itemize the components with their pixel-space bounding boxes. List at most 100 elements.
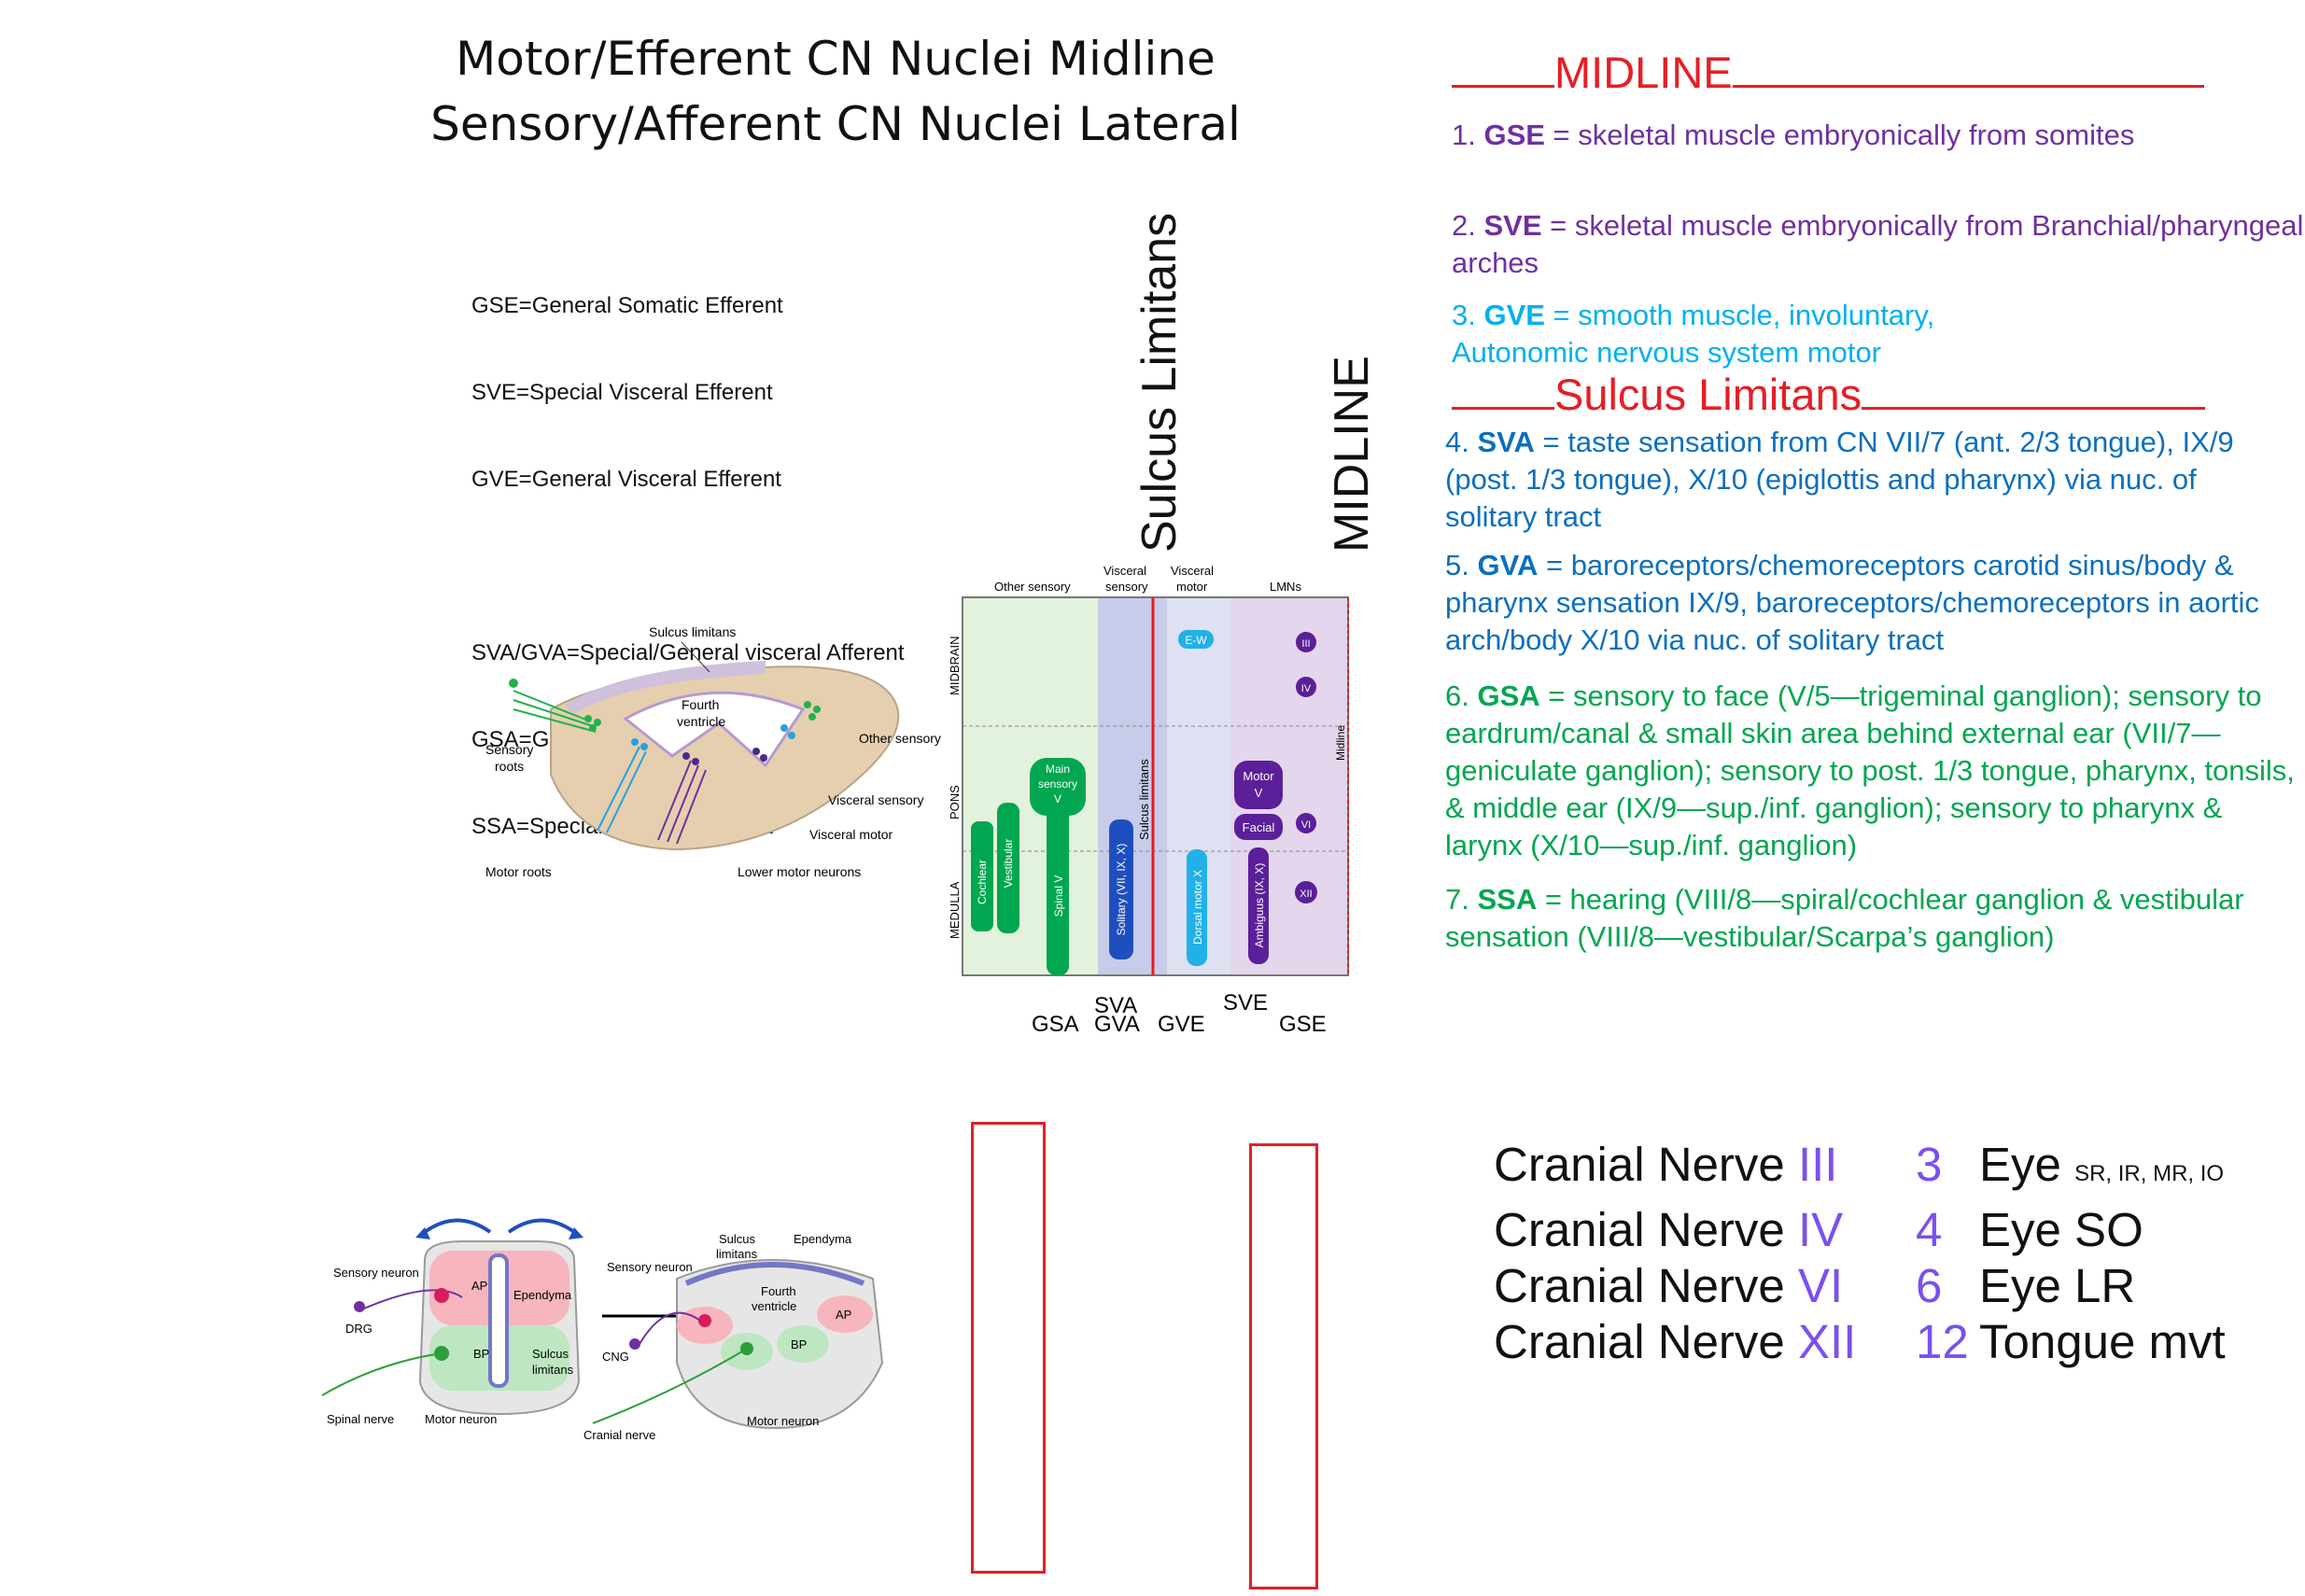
ew-label: E-W xyxy=(1185,634,1207,647)
dev-cranial-nerve: Cranial nerve xyxy=(583,1428,655,1442)
spinal-v-label: Spinal V xyxy=(1052,875,1065,917)
col-other-sensory: Other sensory xyxy=(994,580,1071,594)
main-sensory-label-3: V xyxy=(1054,792,1061,805)
label-visceral-sensory: Visceral sensory xyxy=(828,792,923,807)
note-sva-num: 4. xyxy=(1445,426,1478,458)
row-midbrain: MIDBRAIN xyxy=(948,636,962,695)
cn-num-vi: 6 xyxy=(1916,1259,1943,1312)
motor-nuclei-dots xyxy=(682,748,767,765)
cranial-motor-path xyxy=(592,1348,748,1424)
dev-motor-neuron: Motor neuron xyxy=(425,1412,497,1426)
arrowhead-left xyxy=(415,1227,430,1239)
cn-row-xii: Cranial Nerve XII 12 Tongue mvt xyxy=(1494,1314,2226,1370)
cn-roman-vi: VI xyxy=(1797,1259,1844,1312)
note-gsa-term: GSA xyxy=(1477,679,1540,712)
label-fourth: Fourth xyxy=(682,697,719,712)
fourth-ventricle-cavity xyxy=(623,691,806,768)
motor-path xyxy=(322,1352,443,1396)
brainstem-cross-section: Sulcus limitans Fourth ventricle Sensory… xyxy=(485,624,941,879)
row-pons: PONS xyxy=(948,785,962,819)
col-visceral-motor-2: motor xyxy=(1176,580,1208,594)
dev-ap-2: AP xyxy=(836,1308,851,1322)
cn-roman-iii: III xyxy=(1797,1138,1838,1191)
cn-iv-nucleus xyxy=(1296,677,1316,697)
cn-desc-text-iii: Eye xyxy=(1979,1138,2075,1191)
dev-sulcus-4: limitans xyxy=(716,1247,758,1261)
cn-xii-nucleus xyxy=(1295,881,1317,903)
cn-name-xii: Cranial Nerve XII xyxy=(1494,1314,1916,1370)
ambiguus-nucleus xyxy=(1248,847,1269,964)
cng-icon xyxy=(629,1338,640,1350)
bottom-gsa: GSA xyxy=(1032,1012,1079,1037)
cn-desc-iii: Eye SR, IR, MR, IO xyxy=(1979,1137,2224,1202)
basal-plate-3 xyxy=(777,1325,829,1363)
legend-gve: GVE=General Visceral Efferent xyxy=(471,467,781,492)
motor-v-label-2: V xyxy=(1255,786,1263,800)
note-gsa-num: 6. xyxy=(1445,679,1478,712)
note-gve-num: 3. xyxy=(1452,299,1484,331)
alar-plate-3 xyxy=(817,1295,873,1333)
cn-label-xii: Cranial Nerve xyxy=(1494,1315,1798,1368)
legend-gse: GSE=General Somatic Efferent xyxy=(471,293,783,318)
sensory-root-lines xyxy=(513,690,597,733)
solitary-label: Solitary (VII, IX, X) xyxy=(1115,844,1128,936)
bottom-gse: GSE xyxy=(1279,1012,1327,1037)
row-medulla: MEDULLA xyxy=(948,881,962,939)
label-motor-roots: Motor roots xyxy=(485,864,552,879)
dev-sulcus-3: Sulcus xyxy=(719,1232,756,1246)
title-line-1: Motor/Efferent CN Nuclei Midline xyxy=(456,32,1216,86)
note-gva-num: 5. xyxy=(1445,549,1478,581)
dev-cng: CNG xyxy=(602,1350,629,1364)
legend-sva-gva: SVA/GVA=Special/General visceral Afferen… xyxy=(471,640,905,665)
col-visceral-motor-1: Visceral xyxy=(1171,564,1214,578)
dev-ependyma-2: Ependyma xyxy=(794,1232,852,1246)
chart-frame xyxy=(962,596,1349,976)
red-box-right xyxy=(1249,1143,1318,1589)
dev-ap: AP xyxy=(471,1279,487,1293)
leader-sulcus xyxy=(681,641,710,673)
note-sva-text: = taste sensation from CN VII/7 (ant. 2/… xyxy=(1445,426,2234,533)
cn-iii-nucleus xyxy=(1296,632,1316,652)
cn-label-vi: Cranial Nerve xyxy=(1494,1259,1798,1312)
note-gva: 5. GVA = baroreceptors/chemoreceptors ca… xyxy=(1445,547,2295,659)
cochlear-label: Cochlear xyxy=(976,860,989,904)
dev-sensory-neuron: Sensory neuron xyxy=(333,1266,419,1280)
bottom-gva: GVA xyxy=(1094,1012,1140,1037)
note-ssa-num: 7. xyxy=(1445,883,1478,916)
dev-ependyma: Ependyma xyxy=(513,1288,572,1302)
col-visceral-sensory-2: sensory xyxy=(1105,580,1148,594)
spinal-v-nucleus xyxy=(1047,793,1069,975)
ew-nucleus xyxy=(1178,630,1214,649)
col-lmns: LMNs xyxy=(1270,580,1301,594)
note-gse-text: = skeletal muscle embryonically from som… xyxy=(1544,119,2135,151)
cn-desc-small-iii: SR, IR, MR, IO xyxy=(2074,1161,2225,1186)
bottom-gve: GVE xyxy=(1158,1012,1205,1037)
label-sulcus-limitans: Sulcus limitans xyxy=(649,624,736,639)
dev-sensory-neuron-2: Sensory neuron xyxy=(607,1260,693,1274)
note-sve-text: = skeletal muscle embryonically from Bra… xyxy=(1452,209,2304,279)
dev-sulcus-1: Sulcus xyxy=(532,1347,569,1361)
cn-roman-xii: XII xyxy=(1797,1315,1857,1368)
ambiguus-label: Ambiguus (IX, X) xyxy=(1253,863,1266,948)
solitary-nucleus xyxy=(1109,819,1133,959)
cn-num-iii: 3 xyxy=(1916,1138,1943,1191)
expansion-arrow-right xyxy=(507,1218,576,1234)
dev-drg: DRG xyxy=(345,1322,372,1336)
cochlear-nucleus xyxy=(971,821,993,931)
bottom-sve: SVE xyxy=(1223,990,1268,1015)
label-other-sensory: Other sensory xyxy=(859,731,941,746)
note-gse-term: GSE xyxy=(1483,119,1545,151)
cn-vi-nucleus xyxy=(1296,813,1316,833)
sensory-ganglion-icon xyxy=(509,679,518,688)
sensory-neuron-icon xyxy=(434,1288,449,1303)
dev-bp: BP xyxy=(473,1347,489,1361)
page-title: Motor/Efferent CN Nuclei Midline Sensory… xyxy=(415,26,1256,157)
note-gve-term: GVE xyxy=(1483,299,1545,331)
note-sva-term: SVA xyxy=(1477,426,1535,458)
cn-desc-iv: Eye SO xyxy=(1979,1203,2143,1256)
note-gse: 1. GSE = skeletal muscle embryonically f… xyxy=(1452,117,2305,154)
cn-name-vi: Cranial Nerve VI xyxy=(1494,1258,1916,1314)
note-gse-num: 1. xyxy=(1452,119,1484,151)
cn-xii-label: XII xyxy=(1300,889,1312,900)
dorsal-motor-x-nucleus xyxy=(1187,849,1207,966)
